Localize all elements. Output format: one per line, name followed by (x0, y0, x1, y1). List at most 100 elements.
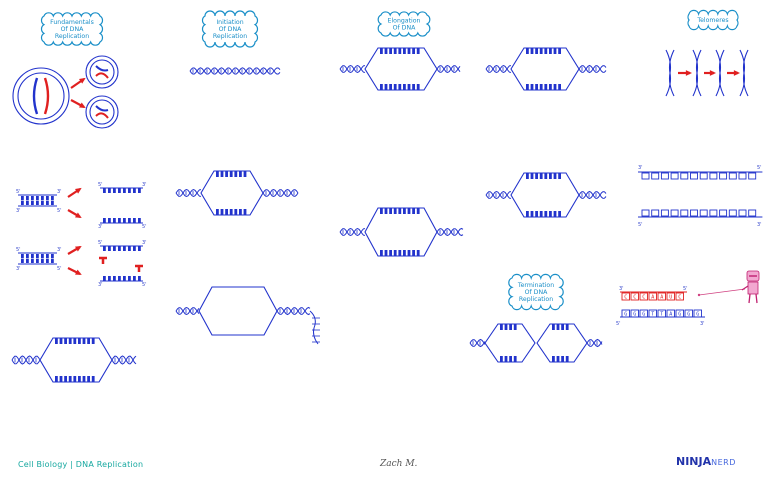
elongation-bubble-3 (510, 47, 580, 91)
helix-strand (262, 188, 299, 197)
nucleotide (412, 208, 415, 214)
daughter-nucleus (89, 59, 115, 85)
nucleotide (553, 84, 557, 90)
nucleotide (539, 173, 543, 179)
nucleotide (389, 208, 392, 214)
initiation-helix (189, 67, 281, 75)
base-box (648, 292, 657, 301)
helix-strand (436, 65, 461, 74)
elongation-bubble-1 (364, 47, 438, 91)
nucleotide (26, 196, 29, 201)
pointer-line (698, 288, 746, 296)
nucleotide (103, 246, 106, 251)
chromosome-blue (95, 65, 109, 72)
strand-end-label: 5' (683, 286, 688, 292)
telomere-bottom-strand (638, 209, 763, 218)
nucleotide (216, 171, 219, 177)
parent-cell (12, 67, 70, 125)
nucleotide (552, 356, 555, 362)
nucleotide (389, 84, 392, 90)
nucleotide (416, 208, 420, 214)
nucleotide (398, 250, 402, 256)
elongation-left-helix (485, 190, 512, 200)
base-box (639, 309, 648, 318)
nucleotide (64, 338, 67, 344)
helix-strand (469, 338, 486, 347)
nucleotide (504, 324, 508, 330)
open-left-helix (175, 306, 200, 316)
nucleotide (41, 200, 44, 205)
nucleotide (138, 246, 141, 251)
nucleotide (407, 208, 411, 214)
bubble-bottom-nucleotides (552, 356, 569, 362)
separated-bottom-strand (100, 218, 143, 224)
nucleotide (118, 276, 121, 281)
nucleotide (91, 338, 95, 344)
nucleotide (51, 200, 54, 205)
nucleotide (535, 173, 538, 179)
nucleotide (123, 246, 126, 251)
helix-tail (309, 310, 319, 345)
nucleotide (36, 196, 39, 201)
nucleotide-box (641, 209, 650, 217)
helix-strand (469, 339, 486, 348)
nucleotide (51, 196, 54, 201)
nucleotide (73, 338, 77, 344)
helix-strand (175, 188, 202, 198)
nucleotide-box (728, 172, 737, 180)
base-box (684, 309, 693, 318)
base-box (693, 309, 702, 318)
telomere-top-strand (638, 171, 763, 180)
nucleotide (403, 208, 406, 214)
open-right-helix (276, 306, 311, 316)
nucleotide (544, 211, 548, 217)
bubble-top-nucleotides (526, 173, 561, 179)
bubble-outline (198, 286, 278, 336)
nucleotide (133, 246, 136, 251)
nucleotide-box (690, 209, 698, 217)
nucleotide (530, 173, 534, 179)
base-letter: T (651, 311, 654, 317)
nucleotide (21, 258, 24, 263)
logo-main: NINJA (676, 455, 712, 468)
bubble-bottom-nucleotides (380, 250, 420, 256)
nucleotide (128, 276, 131, 281)
left-helix (11, 355, 41, 365)
nucleotide (108, 276, 111, 281)
elongation-right-helix (578, 64, 607, 74)
nucleotide (103, 218, 106, 223)
base-letter: G (696, 311, 699, 317)
nucleotide (41, 254, 44, 259)
bubble-top-nucleotides (526, 48, 561, 54)
nucleotide (59, 338, 63, 344)
nucleotide (565, 324, 569, 330)
nucleotide (558, 48, 561, 54)
bubble-top-nucleotides (380, 48, 420, 54)
nucleotide (36, 254, 39, 259)
nucleotide (229, 209, 233, 215)
nucleotide (407, 84, 411, 90)
telomere-arrow (727, 70, 740, 76)
ninja-body (747, 281, 759, 295)
arrow-head (79, 77, 86, 84)
nucleotide (82, 376, 86, 382)
base-letter: G (678, 311, 681, 317)
strand-end-label: 5' (16, 189, 21, 195)
nucleotide (384, 84, 388, 90)
nucleotide (526, 84, 529, 90)
nucleotide (500, 324, 503, 330)
nucleotide-box (680, 172, 689, 180)
nucleotide (384, 250, 388, 256)
cloud-title-line: Elongation (388, 17, 421, 24)
helix-strand (578, 190, 607, 199)
nucleotide (558, 211, 561, 217)
helix-strand (436, 227, 464, 236)
elongation-bubble-2 (364, 207, 438, 257)
strand-end-label: 5' (57, 266, 62, 272)
helix-strand (276, 306, 311, 316)
strand-end-label: 5' (638, 222, 643, 228)
course-title: Cell Biology | DNA Replication (18, 460, 144, 469)
nucleotide (403, 48, 406, 54)
